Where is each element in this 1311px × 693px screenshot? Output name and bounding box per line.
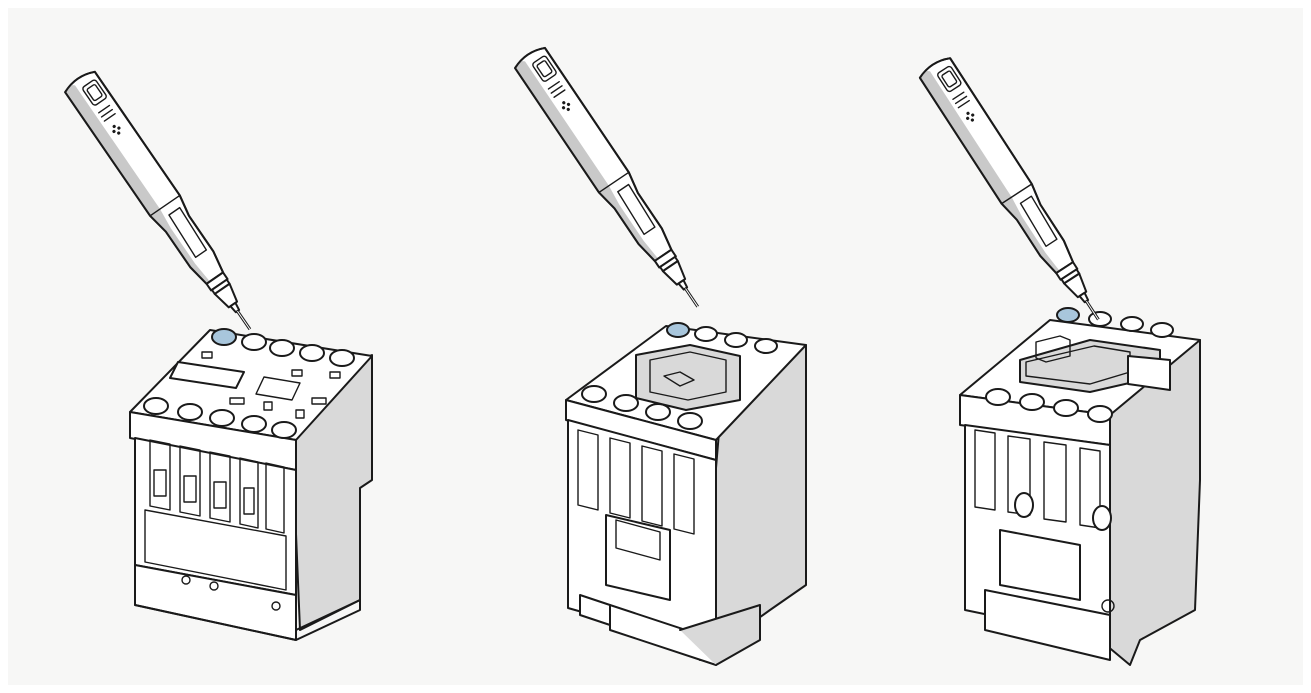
pen-screwdriver-1	[61, 67, 267, 341]
contactor-small	[129, 328, 373, 641]
pen-screwdriver-2	[511, 43, 715, 319]
contactor-medium	[565, 322, 807, 666]
contactor-large	[959, 307, 1201, 666]
pen-screwdriver-3	[916, 53, 1115, 331]
